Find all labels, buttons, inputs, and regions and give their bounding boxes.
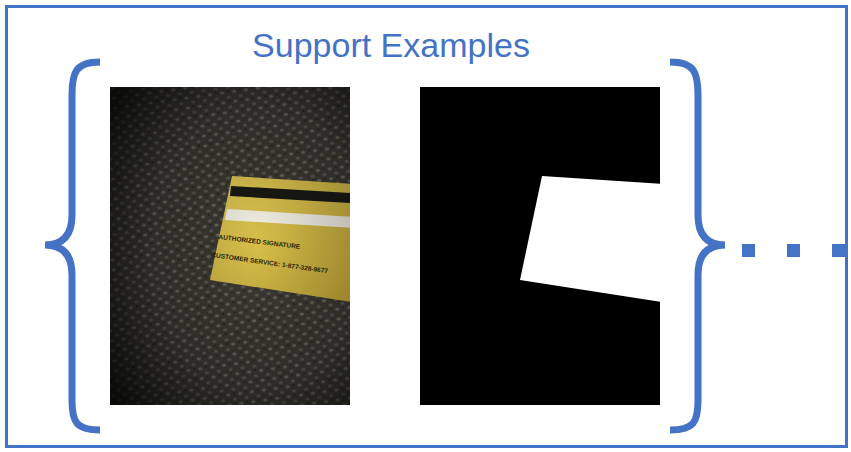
carpet — [110, 87, 350, 405]
mask-card — [520, 176, 660, 302]
right-brace — [670, 62, 725, 430]
title-text: Support Examples — [8, 25, 774, 65]
left-brace — [45, 62, 100, 430]
ellipsis-dot — [832, 244, 845, 257]
frame-box: Support Examples — [5, 5, 848, 448]
card-print: AUTHORIZED SIGNATURE — [218, 233, 301, 251]
support-photo — [110, 87, 350, 405]
vignette — [110, 87, 350, 405]
support-mask — [420, 87, 660, 405]
ellipsis-dot — [787, 244, 800, 257]
ellipsis-dot — [742, 244, 755, 257]
card-print: CUSTOMER SERVICE: 1-877-328-9677 — [211, 251, 329, 275]
